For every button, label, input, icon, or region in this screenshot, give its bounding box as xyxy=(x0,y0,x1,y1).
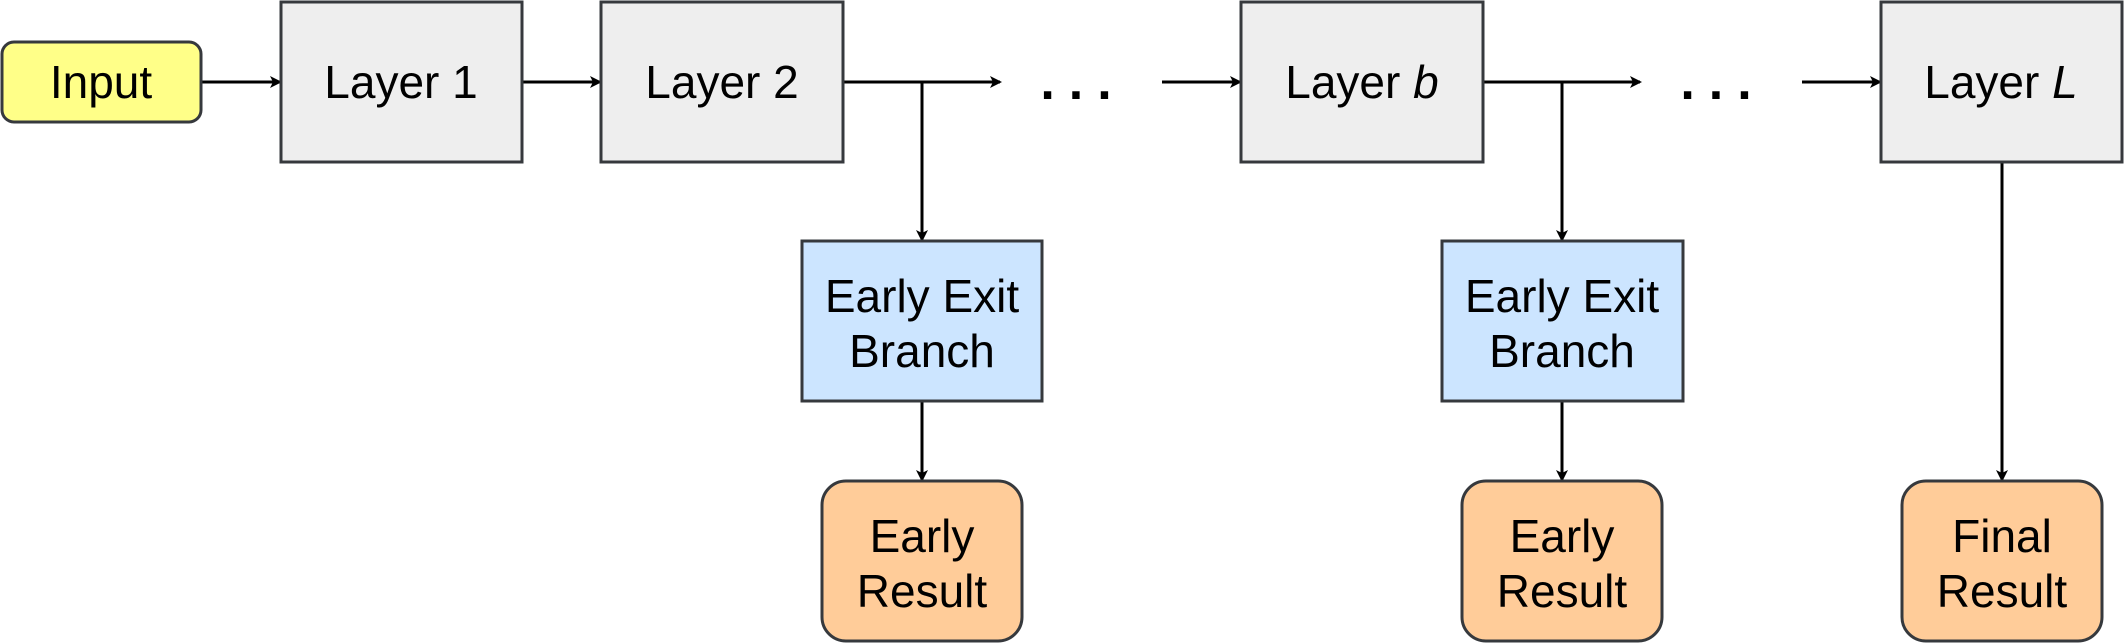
layer-b-variable: b xyxy=(1413,56,1439,108)
final-result-line2: Result xyxy=(1937,565,2068,617)
branch-2-box xyxy=(1440,239,1685,403)
early-exit-branch-1: Early Exit Branch xyxy=(800,239,1044,403)
layer-L-variable: L xyxy=(2052,56,2078,108)
branch-2-label-line2: Branch xyxy=(1489,325,1635,377)
final-result-line1: Final xyxy=(1952,510,2052,562)
layer-b-label: Layer b xyxy=(1285,56,1438,108)
layer-b-prefix: Layer xyxy=(1285,56,1413,108)
layer-1-node: Layer 1 xyxy=(279,0,524,164)
layer-L-node: Layer L xyxy=(1879,0,2124,164)
layer-L-prefix: Layer xyxy=(1924,56,2052,108)
early-result-1-line1: Early xyxy=(870,510,975,562)
layer-L-box xyxy=(1879,0,2124,164)
layer-2-node: Layer 2 xyxy=(599,0,845,164)
early-result-2-line1: Early xyxy=(1510,510,1615,562)
early-result-1: Early Result xyxy=(820,479,1024,643)
connectors xyxy=(201,76,2008,482)
input-label: Input xyxy=(50,56,153,108)
layer-L-label: Layer L xyxy=(1924,56,2077,108)
input-node: Input xyxy=(0,40,203,124)
branch-1-label-line2: Branch xyxy=(849,325,995,377)
layer-b-node: Layer b xyxy=(1239,0,1485,164)
branch-1-label-line1: Early Exit xyxy=(825,270,1019,322)
layer-1-box xyxy=(279,0,524,164)
early-exit-branch-2: Early Exit Branch xyxy=(1440,239,1685,403)
early-result-1-box xyxy=(820,479,1024,643)
branch-2-label-line1: Early Exit xyxy=(1465,270,1659,322)
ellipsis-2: ... xyxy=(1680,53,1765,111)
final-result: Final Result xyxy=(1900,479,2104,643)
layer-2-label: Layer 2 xyxy=(645,56,798,108)
input-box xyxy=(0,40,203,124)
early-result-1-line2: Result xyxy=(857,565,988,617)
final-result-box xyxy=(1900,479,2104,643)
ellipsis-1: ... xyxy=(1040,53,1125,111)
branch-1-box xyxy=(800,239,1044,403)
early-result-2-box xyxy=(1460,479,1664,643)
layer-1-label: Layer 1 xyxy=(324,56,477,108)
early-result-2-line2: Result xyxy=(1497,565,1628,617)
layer-2-box xyxy=(599,0,845,164)
layer-b-box xyxy=(1239,0,1485,164)
early-result-2: Early Result xyxy=(1460,479,1664,643)
